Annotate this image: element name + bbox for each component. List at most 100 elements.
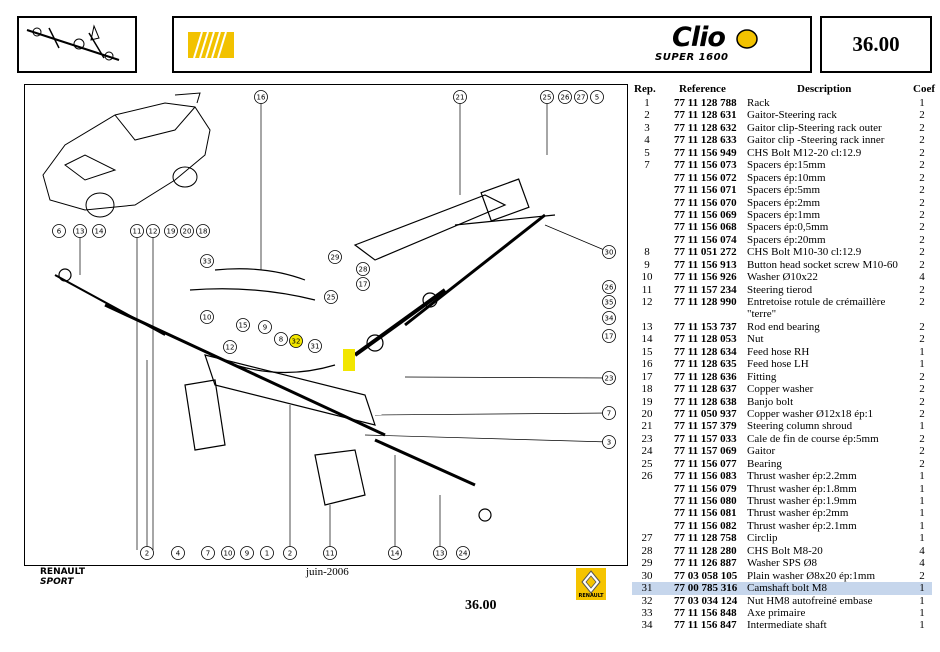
callout-label: 29 [331, 254, 340, 262]
cell-desc: Copper washer Ø12x18 ép:1 [747, 407, 874, 420]
callout-label: 12 [226, 344, 235, 352]
callout-label: 12 [149, 228, 158, 236]
callout-label: 11 [326, 550, 335, 558]
callout-bubble: 14 [388, 546, 402, 560]
cell-desc: Cale de fin de course ép:5mm [747, 432, 879, 445]
cell-ref: 77 11 156 077 [674, 457, 737, 470]
cell-coef: 2 [919, 333, 925, 346]
cell-ref: 77 11 156 079 [674, 482, 737, 495]
cell-rep: 12 [641, 296, 653, 308]
callout-bubble: 34 [602, 311, 616, 325]
cell-rep: 21 [641, 420, 653, 433]
cell-desc: Spacers ép:2mm [747, 196, 821, 209]
callout-label: 35 [605, 299, 614, 307]
cell-rep: 26 [641, 470, 653, 483]
callout-label: 26 [605, 284, 614, 292]
page-number-box: 36.00 [820, 16, 932, 73]
footer-date: juin-2006 [306, 566, 349, 578]
cell-desc: Thrust washer ép:2.2mm [747, 470, 857, 483]
model-name: Clio [672, 22, 726, 53]
yellow-stripes-icon [188, 32, 234, 58]
callout-label: 9 [263, 324, 267, 332]
callout-label: 6 [57, 228, 62, 236]
cell-coef: 1 [919, 582, 925, 595]
callout-label: 13 [436, 550, 445, 558]
cell-rep: 31 [641, 582, 653, 595]
cell-desc: Steering tierod [747, 283, 813, 296]
callout-label: 28 [359, 266, 368, 274]
highlight-marker [343, 349, 355, 371]
cell-ref: 77 11 128 636 [674, 370, 737, 383]
footer-page-number: 36.00 [465, 598, 497, 613]
cell-rep: 33 [641, 606, 653, 619]
cell-coef: 1 [919, 495, 925, 507]
callout-bubble: 3 [602, 435, 616, 449]
cell-desc: Spacers ép:5mm [747, 184, 821, 197]
callout-label: 5 [595, 94, 599, 102]
cell-coef: 2 [919, 258, 925, 271]
cell-rep: 24 [641, 445, 653, 458]
cell-coef: 1 [919, 345, 925, 358]
cell-coef: 2 [919, 370, 925, 383]
cell-coef: 2 [919, 196, 925, 209]
cell-coef: 2 [919, 171, 925, 184]
callout-bubble: 7 [602, 406, 616, 420]
cell-coef: 2 [919, 296, 925, 308]
cell-coef: 1 [919, 619, 925, 632]
cell-coef: 1 [919, 358, 925, 371]
cell-coef: 1 [919, 470, 925, 483]
cell-ref: 77 11 128 758 [674, 532, 737, 545]
callout-bubble: 14 [92, 224, 106, 238]
cell-ref: 77 11 050 937 [674, 407, 737, 420]
cell-coef: 1 [919, 97, 925, 109]
callout-bubble: 10 [221, 546, 235, 560]
cell-ref: 77 11 156 071 [674, 184, 737, 197]
cell-ref: 77 11 157 379 [674, 420, 737, 433]
callout-bubble: 33 [200, 254, 214, 268]
cell-coef: 1 [919, 519, 925, 532]
callout-label: 23 [605, 375, 614, 383]
callout-bubble: 10 [200, 310, 214, 324]
cell-rep: 17 [641, 370, 653, 383]
cell-desc: Spacers ép:15mm [747, 159, 826, 172]
cell-ref: 77 11 156 926 [674, 271, 737, 284]
callout-bubble: 15 [236, 318, 250, 332]
cell-desc: Rack [747, 97, 770, 109]
cell-ref: 77 11 157 069 [674, 445, 737, 458]
cell-rep: 5 [644, 146, 650, 159]
cell-coef: 2 [919, 233, 925, 246]
cell-rep: 9 [644, 258, 650, 271]
cell-ref: 77 11 128 053 [674, 333, 737, 346]
callout-label: 14 [391, 550, 400, 558]
cell-rep: 28 [641, 544, 653, 557]
cell-rep: 1 [644, 97, 650, 109]
cell-coef: 1 [919, 420, 925, 433]
cell-ref: 77 11 153 737 [674, 320, 737, 333]
callout-label: 10 [224, 550, 233, 558]
header-coef: Coef [913, 83, 935, 95]
callout-label: 3 [607, 439, 611, 447]
cell-rep: 4 [644, 134, 650, 147]
cell-desc: Circlip [747, 532, 778, 545]
renault-logo-icon [576, 568, 606, 600]
cell-ref: 77 03 058 105 [674, 569, 738, 582]
cell-rep: 3 [644, 121, 650, 134]
cell-ref: 77 11 128 638 [674, 395, 737, 408]
callout-bubble: 26 [558, 90, 572, 104]
cell-rep: 16 [641, 358, 653, 371]
cell-coef: 2 [919, 283, 925, 296]
cell-desc: Spacers ép:10mm [747, 171, 826, 184]
cell-desc: Washer Ø10x22 [747, 271, 818, 284]
